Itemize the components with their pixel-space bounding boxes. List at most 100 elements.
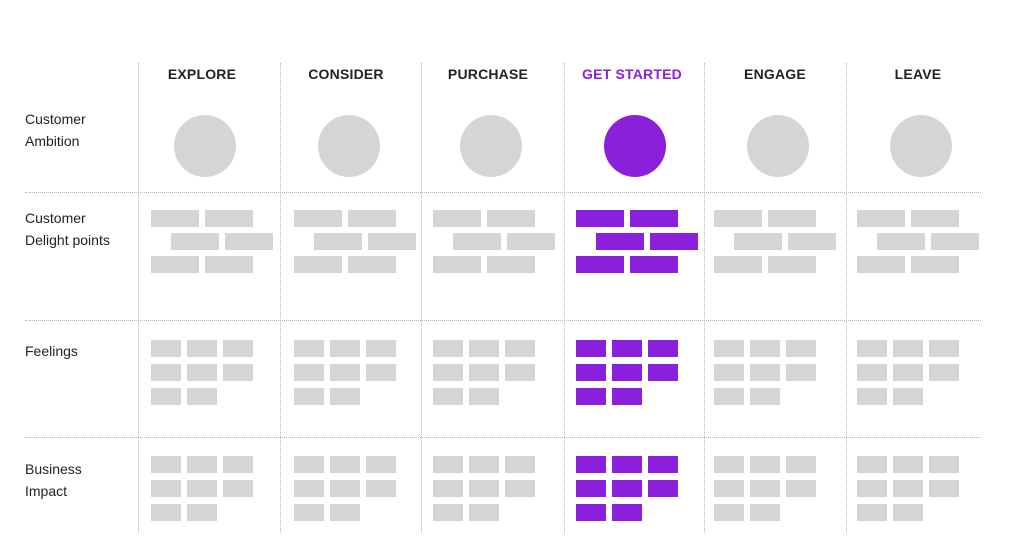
business-impact-block [330, 504, 360, 521]
feeling-block [893, 340, 923, 357]
business-impact-block [612, 480, 642, 497]
delight-point-block [507, 233, 555, 250]
feeling-block [576, 388, 606, 405]
delight-point-block [630, 210, 678, 227]
feeling-block [187, 364, 217, 381]
delight-point-block [714, 210, 762, 227]
stage-header-leave: LEAVE [894, 66, 942, 82]
business-impact-block [929, 456, 959, 473]
delight-point-block [151, 256, 199, 273]
business-impact-block [786, 480, 816, 497]
feeling-block [576, 340, 606, 357]
business-impact-block [648, 480, 678, 497]
feeling-block [505, 364, 535, 381]
feeling-block [294, 340, 324, 357]
business-impact-block [223, 456, 253, 473]
feeling-block [648, 364, 678, 381]
delight-point-block [368, 233, 416, 250]
business-impact-block [294, 456, 324, 473]
feeling-block [469, 388, 499, 405]
feeling-block [786, 340, 816, 357]
delight-point-block [487, 210, 535, 227]
row-label-2: Customer Delight points [25, 210, 110, 248]
delight-point-block [911, 210, 959, 227]
delight-point-block [714, 256, 762, 273]
feeling-block [857, 388, 887, 405]
ambition-circle-get-started [604, 115, 666, 177]
column-divider [564, 63, 565, 533]
feeling-block [750, 364, 780, 381]
business-impact-block [893, 504, 923, 521]
feeling-block [893, 388, 923, 405]
feeling-block [433, 388, 463, 405]
stage-header-engage: ENGAGE [744, 66, 806, 82]
business-impact-block [714, 504, 744, 521]
business-impact-block [576, 480, 606, 497]
delight-point-block [348, 210, 396, 227]
feeling-block [366, 340, 396, 357]
feeling-block [857, 364, 887, 381]
delight-point-block [151, 210, 199, 227]
business-impact-block [505, 480, 535, 497]
business-impact-block [469, 456, 499, 473]
column-divider [280, 63, 281, 533]
feeling-block [714, 364, 744, 381]
business-impact-block [223, 480, 253, 497]
column-divider [846, 63, 847, 533]
delight-point-block [171, 233, 219, 250]
business-impact-block [750, 480, 780, 497]
delight-point-block [205, 210, 253, 227]
row-label-4: Business Impact [25, 461, 82, 499]
business-impact-block [294, 480, 324, 497]
stage-header-consider: CONSIDER [308, 66, 384, 82]
business-impact-block [433, 456, 463, 473]
delight-point-block [294, 210, 342, 227]
business-impact-block [750, 504, 780, 521]
delight-point-block [576, 210, 624, 227]
business-impact-block [612, 456, 642, 473]
feeling-block [648, 340, 678, 357]
column-divider [704, 63, 705, 533]
business-impact-block [714, 480, 744, 497]
row-label-3: Feelings [25, 343, 78, 359]
delight-point-block [911, 256, 959, 273]
column-divider [138, 63, 139, 533]
business-impact-block [648, 456, 678, 473]
delight-point-block [857, 210, 905, 227]
stage-header-get-started: GET STARTED [582, 66, 682, 82]
delight-point-block [487, 256, 535, 273]
delight-point-block [734, 233, 782, 250]
column-divider [421, 63, 422, 533]
feeling-block [750, 388, 780, 405]
feeling-block [330, 340, 360, 357]
delight-point-block [768, 210, 816, 227]
delight-point-block [314, 233, 362, 250]
business-impact-block [786, 456, 816, 473]
delight-point-block [857, 256, 905, 273]
business-impact-block [893, 456, 923, 473]
feeling-block [750, 340, 780, 357]
business-impact-block [857, 504, 887, 521]
feeling-block [469, 340, 499, 357]
business-impact-block [151, 504, 181, 521]
delight-point-block [225, 233, 273, 250]
row-divider [25, 320, 981, 321]
feeling-block [330, 364, 360, 381]
feeling-block [187, 340, 217, 357]
ambition-circle-consider [318, 115, 380, 177]
feeling-block [857, 340, 887, 357]
ambition-circle-leave [890, 115, 952, 177]
feeling-block [433, 364, 463, 381]
business-impact-block [187, 456, 217, 473]
feeling-block [576, 364, 606, 381]
row-label-1: Customer Ambition [25, 111, 86, 149]
business-impact-block [330, 480, 360, 497]
delight-point-block [877, 233, 925, 250]
feeling-block [612, 388, 642, 405]
row-divider [25, 437, 981, 438]
feeling-block [223, 364, 253, 381]
delight-point-block [205, 256, 253, 273]
stage-header-explore: EXPLORE [167, 66, 237, 82]
business-impact-block [750, 456, 780, 473]
